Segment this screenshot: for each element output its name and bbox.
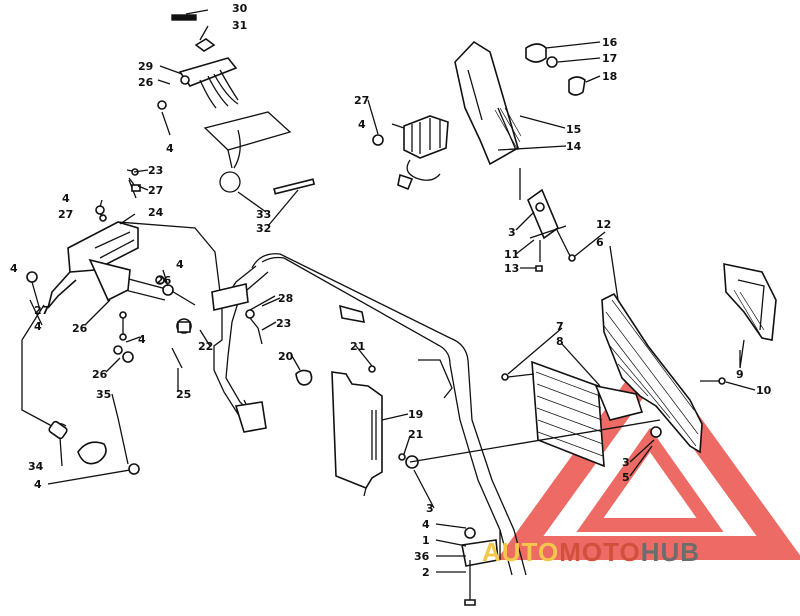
callout-8: 8 [556, 335, 564, 348]
callout-36: 36 [414, 550, 430, 563]
leader-lines [29, 9, 756, 573]
right-bracket-plate [372, 40, 586, 272]
callout-3: 3 [426, 502, 434, 515]
callout-18: 18 [602, 70, 617, 83]
callout-9: 9 [736, 368, 744, 381]
shroud-panel [331, 371, 383, 497]
watermark-logo: AUTOMOTOHUB [482, 537, 700, 567]
frame-tube-assembly [211, 253, 527, 606]
watermark-hub: HUB [641, 537, 700, 567]
callout-5: 5 [622, 471, 630, 484]
callout-23: 23 [148, 164, 163, 177]
callout-4: 4 [138, 333, 146, 346]
right-side-panel [409, 262, 777, 468]
callout-26: 26 [138, 76, 154, 89]
callout-11: 11 [504, 248, 519, 261]
callout-35: 35 [96, 388, 111, 401]
callout-32: 32 [256, 222, 271, 235]
callout-4: 4 [358, 118, 366, 131]
callout-27: 27 [34, 304, 49, 317]
callout-29: 29 [138, 60, 153, 73]
callout-6: 6 [596, 236, 604, 249]
callout-10: 10 [756, 384, 772, 397]
callout-27: 27 [148, 184, 163, 197]
callout-21: 21 [350, 340, 365, 353]
callout-19: 19 [408, 408, 423, 421]
callout-13: 13 [504, 262, 519, 275]
callout-25: 25 [176, 388, 191, 401]
callout-30: 30 [232, 2, 248, 15]
callout-27: 27 [58, 208, 73, 221]
left-mount-brackets [21, 168, 221, 475]
svg-text:AUTOMOTOHUB: AUTOMOTOHUB [482, 537, 700, 567]
callout-4: 4 [166, 142, 174, 155]
callout-24: 24 [148, 206, 164, 219]
callout-3: 3 [508, 226, 516, 239]
frame-hardware [176, 295, 419, 469]
callout-4: 4 [10, 262, 18, 275]
callout-3: 3 [622, 456, 630, 469]
callout-27: 27 [354, 94, 369, 107]
callout-4: 4 [422, 518, 430, 531]
callout-26: 26 [156, 274, 172, 287]
headlight-bracket-assembly [157, 14, 316, 195]
callout-17: 17 [602, 52, 617, 65]
callout-1: 1 [422, 534, 430, 547]
callout-4: 4 [62, 192, 70, 205]
reflector-hatching [535, 371, 604, 457]
callout-12: 12 [596, 218, 611, 231]
callout-2: 2 [422, 566, 430, 579]
callout-20: 20 [278, 350, 294, 363]
callout-26: 26 [72, 322, 88, 335]
watermark-moto: MOTO [559, 537, 641, 567]
watermark-auto: AUTO [482, 537, 559, 567]
callout-28: 28 [278, 292, 293, 305]
callout-labels: 30 31 29 26 4 23 27 33 32 4 27 24 4 27 4… [10, 2, 772, 579]
callout-23: 23 [276, 317, 291, 330]
callout-26: 26 [92, 368, 108, 381]
callout-16: 16 [602, 36, 618, 49]
callout-4: 4 [176, 258, 184, 271]
callout-21: 21 [408, 428, 423, 441]
callout-33: 33 [256, 208, 271, 221]
callout-15: 15 [566, 123, 581, 136]
callout-4: 4 [34, 478, 42, 491]
callout-31: 31 [232, 19, 247, 32]
callout-14: 14 [566, 140, 582, 153]
callout-34: 34 [28, 460, 44, 473]
callout-22: 22 [198, 340, 213, 353]
panel-hatching [603, 299, 699, 447]
callout-4: 4 [34, 320, 42, 333]
callout-7: 7 [556, 320, 564, 333]
